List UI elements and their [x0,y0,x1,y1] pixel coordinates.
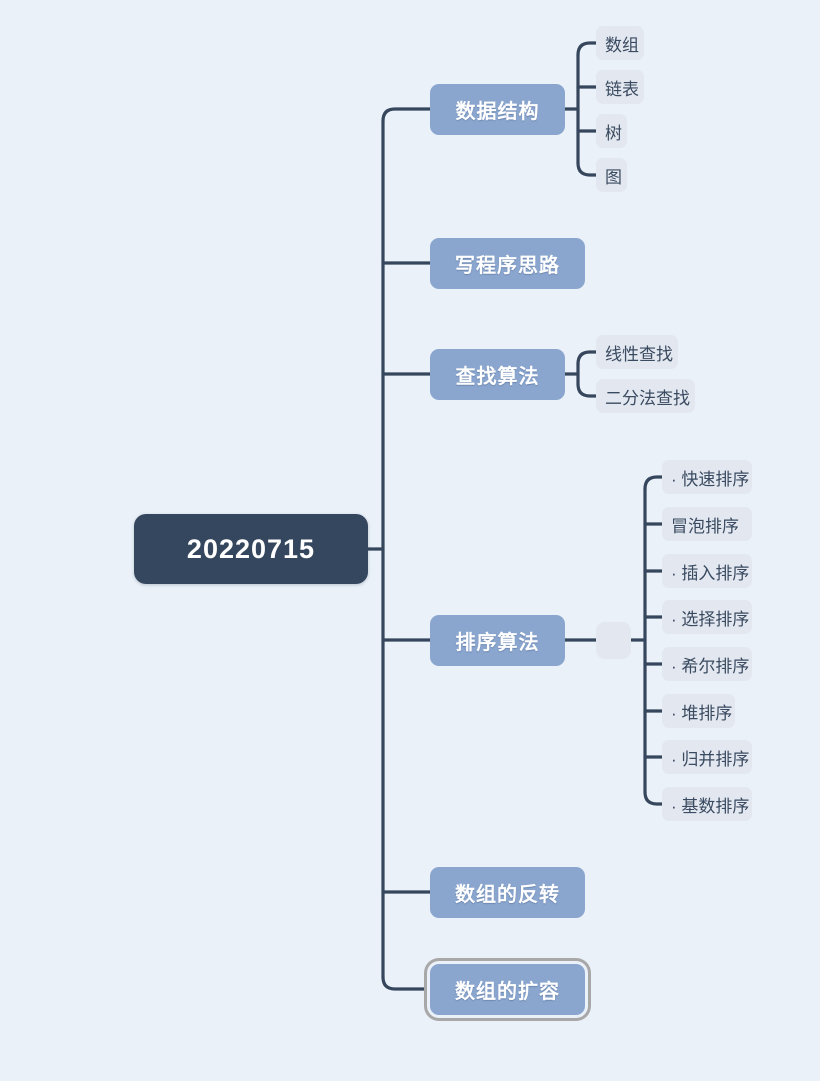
leaf-label: 链表 [605,79,639,99]
leaf-node-linked-list[interactable]: 链表 [596,70,644,104]
leaf-node-shell-sort[interactable]: · 希尔排序 [662,647,752,681]
branch-node-data-structure[interactable]: 数据结构 [430,84,565,135]
branch-node-sorting-algorithms[interactable]: 排序算法 [430,615,565,666]
leaf-node-selection-sort[interactable]: · 选择排序 [662,600,752,634]
leaf-label: · 快速排序 [671,469,750,489]
leaf-node-bubble-sort[interactable]: 冒泡排序 [662,507,752,541]
leaf-node-insertion-sort[interactable]: · 插入排序 [662,554,752,588]
branch-node-programming-approach[interactable]: 写程序思路 [430,238,585,289]
leaf-label: 线性查找 [605,344,673,364]
leaf-label: 树 [605,123,622,143]
leaf-label: · 归并排序 [671,749,750,769]
branch-node-array-reverse[interactable]: 数组的反转 [430,867,585,918]
leaf-node-graph[interactable]: 图 [596,158,627,192]
leaf-label: 数组 [605,35,639,55]
branch-node-array-expand[interactable]: 数组的扩容 [430,964,585,1015]
leaf-node-tree[interactable]: 树 [596,114,627,148]
leaf-node-radix-sort[interactable]: · 基数排序 [662,787,752,821]
leaf-label: 图 [605,167,622,187]
leaf-label: · 希尔排序 [671,656,750,676]
root-label: 20220715 [186,533,316,564]
leaf-label: 二分法查找 [605,388,690,408]
branch-label: 排序算法 [455,632,540,654]
leaf-label: · 插入排序 [671,563,750,583]
leaf-label: · 选择排序 [671,609,750,629]
leaf-node-array[interactable]: 数组 [596,26,644,60]
leaf-label: · 堆排序 [671,703,733,723]
leaf-label: · 基数排序 [671,796,750,816]
leaf-node-merge-sort[interactable]: · 归并排序 [662,740,752,774]
branch-label: 写程序思路 [455,255,560,277]
branch-label: 查找算法 [455,366,540,388]
branch-label: 数据结构 [455,101,540,123]
collapse-spacer-node[interactable] [596,622,631,659]
branch-node-search-algorithms[interactable]: 查找算法 [430,349,565,400]
leaf-node-quick-sort[interactable]: · 快速排序 [662,460,752,494]
branch-label: 数组的反转 [455,884,560,906]
branch-label: 数组的扩容 [455,981,560,1003]
leaf-label: 冒泡排序 [671,516,739,536]
leaf-node-heap-sort[interactable]: · 堆排序 [662,694,735,728]
leaf-node-binary-search[interactable]: 二分法查找 [596,379,695,413]
leaf-node-linear-search[interactable]: 线性查找 [596,335,678,369]
root-node[interactable]: 20220715 [134,514,368,584]
